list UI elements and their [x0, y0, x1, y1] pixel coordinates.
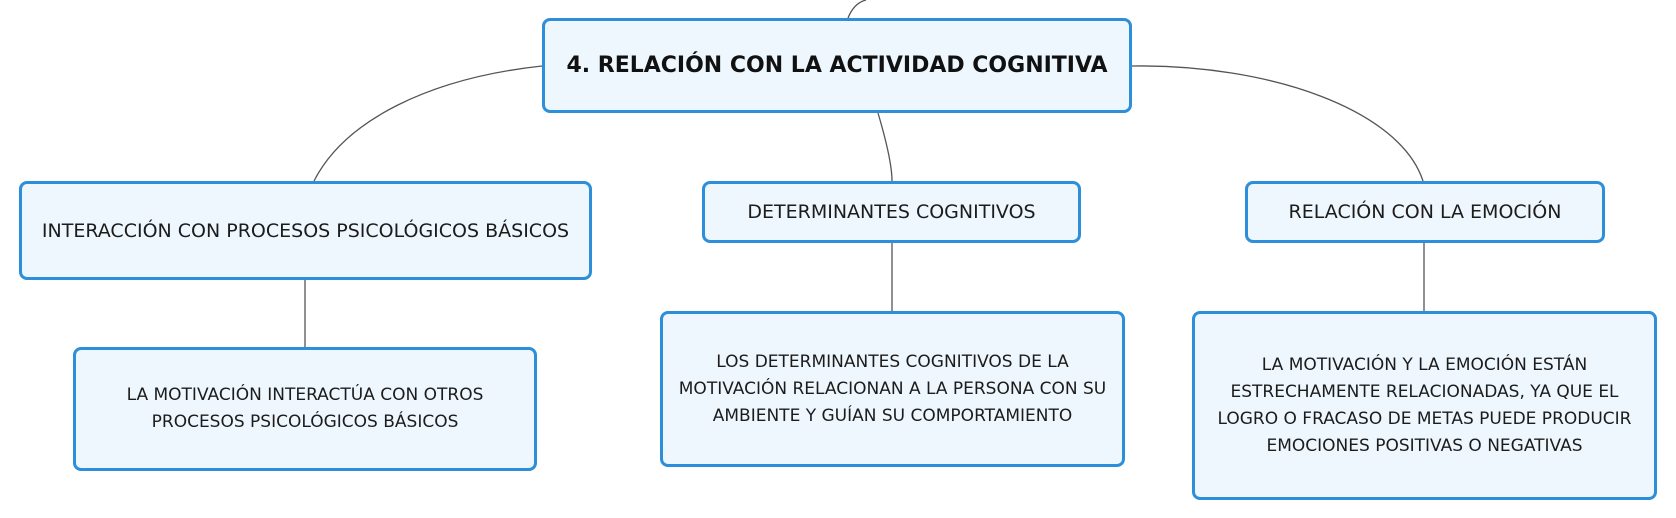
connector-parent-to-root	[847, 0, 867, 19]
connector-root-to-branch-1	[313, 65, 543, 182]
detail-node-relacion-emocion[interactable]: LA MOTIVACIÓN Y LA EMOCIÓN ESTÁN ESTRECH…	[1192, 311, 1657, 500]
detail-node-determinantes-cognitivos[interactable]: LOS DETERMINANTES COGNITIVOS DE LA MOTIV…	[660, 311, 1125, 467]
root-topic-node[interactable]: 4. RELACIÓN CON LA ACTIVIDAD COGNITIVA	[542, 18, 1132, 113]
detail-text: LOS DETERMINANTES COGNITIVOS DE LA MOTIV…	[678, 351, 1107, 426]
subtopic-node-determinantes-cognitivos[interactable]: DETERMINANTES COGNITIVOS	[702, 181, 1081, 243]
detail-text: LA MOTIVACIÓN INTERACTÚA CON OTROS PROCE…	[126, 385, 484, 432]
subtopic-label: INTERACCIÓN CON PROCESOS PSICOLÓGICOS BÁ…	[41, 219, 570, 242]
subtopic-label: DETERMINANTES COGNITIVOS	[747, 201, 1036, 223]
detail-node-procesos-psicologicos[interactable]: LA MOTIVACIÓN INTERACTÚA CON OTROS PROCE…	[73, 347, 537, 471]
root-topic-label: 4. RELACIÓN CON LA ACTIVIDAD COGNITIVA	[566, 53, 1108, 78]
connector-root-to-branch-3	[1131, 65, 1424, 182]
subtopic-node-procesos-psicologicos[interactable]: INTERACCIÓN CON PROCESOS PSICOLÓGICOS BÁ…	[19, 181, 592, 280]
subtopic-node-relacion-emocion[interactable]: RELACIÓN CON LA EMOCIÓN	[1245, 181, 1605, 243]
connector-root-to-branch-2	[877, 112, 893, 182]
subtopic-label: RELACIÓN CON LA EMOCIÓN	[1288, 201, 1562, 223]
detail-text: LA MOTIVACIÓN Y LA EMOCIÓN ESTÁN ESTRECH…	[1217, 354, 1632, 456]
